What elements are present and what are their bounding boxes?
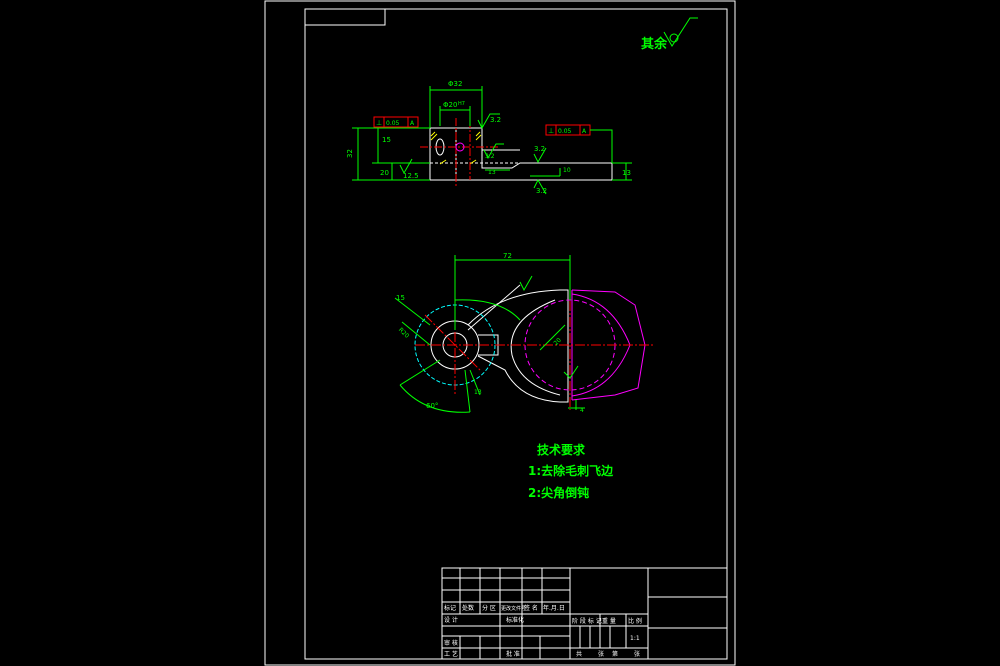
dim-bore-fit: H7 <box>458 101 465 107</box>
tb-standard: 标准化 <box>506 616 524 624</box>
tb-review: 审 核 <box>444 639 458 647</box>
dim-bore: Φ20 <box>443 101 457 109</box>
roughness-label: 其余 <box>641 36 668 52</box>
plan-dim-lines <box>394 255 585 413</box>
dim-height-lower: 20 <box>380 169 389 177</box>
title-block-text: 标记 处数 分 区 更改文件号 签 名 年.月.日 设 计 标准化 审 核 工 … <box>444 604 642 658</box>
tb-label-zone: 分 区 <box>482 604 496 612</box>
tb-sheet-current: 第 <box>612 650 618 658</box>
title-block <box>441 567 728 660</box>
front-outline <box>429 127 613 181</box>
tech-item-2: 2:尖角倒钝 <box>528 485 589 500</box>
dim-top-width: Φ32 <box>448 80 462 88</box>
tech-requirements: 技术要求 1:去除毛刺飞边 2:尖角倒钝 <box>528 442 614 500</box>
gdt-left-value: 0.05 <box>386 120 400 127</box>
front-dim-lines <box>352 86 632 181</box>
rough-bottom: 12.5 <box>403 172 419 180</box>
tb-sheet-total: 共 <box>576 650 582 658</box>
tb-label-change: 更改文件号 <box>501 605 526 612</box>
tb-approve: 批 准 <box>506 650 520 658</box>
gdt-left-symbol: ⊥ <box>376 119 382 127</box>
rough-slot-bottom: 3.2 <box>536 187 547 195</box>
dim-slot-end: 10 <box>563 167 571 174</box>
tb-label-date: 年.月.日 <box>543 604 565 612</box>
dim-height-total: 32 <box>346 149 354 158</box>
tb-label-sign: 签 名 <box>524 604 538 612</box>
tb-sheet-unit-1: 张 <box>598 650 604 658</box>
outer-border <box>264 0 736 666</box>
inner-border <box>304 8 728 660</box>
gdt-right-datum: A <box>582 128 587 135</box>
tb-design: 设 计 <box>444 616 458 624</box>
plan-centerlines <box>415 285 655 410</box>
tb-sheet-unit-2: 张 <box>634 650 640 658</box>
plan-roughness-marks <box>519 275 579 379</box>
tb-scale: 1:1 <box>630 635 640 642</box>
dim-height-upper: 15 <box>382 136 391 144</box>
front-roughness-marks <box>399 113 547 195</box>
tb-weight: 重 量 <box>602 617 616 625</box>
roughness-note: 其余 <box>641 17 698 52</box>
tb-process: 工 艺 <box>444 650 458 658</box>
dim-slot-depth: 13 <box>488 169 496 176</box>
front-view: Φ32 Φ20 H7 32 15 20 13 10 13 3.2 3.2 12.… <box>346 80 632 195</box>
front-hatch <box>430 131 482 165</box>
dim-arm-width: 15 <box>396 294 405 302</box>
tech-item-1: 1:去除毛刺飞边 <box>528 463 614 478</box>
gdt-frame-right: ⊥ 0.05 A <box>545 124 613 163</box>
tb-label-mark: 标记 <box>444 604 456 612</box>
dim-small: 13 <box>474 389 482 396</box>
roughness-symbol-icon <box>663 17 698 47</box>
rough-bore: 3.2 <box>485 153 495 160</box>
gdt-right-value: 0.05 <box>558 128 572 135</box>
tb-stage: 阶 段 标 记 <box>572 617 602 625</box>
tb-scale-label: 比 例 <box>628 617 642 625</box>
rough-slot-top: 3.2 <box>534 145 545 153</box>
dim-right: 4 <box>580 407 584 414</box>
rough-top: 3.2 <box>490 116 501 124</box>
dim-center-distance: 72 <box>503 252 512 260</box>
tech-title: 技术要求 <box>537 442 586 457</box>
tb-label-count: 处数 <box>462 604 474 612</box>
front-centerlines <box>420 118 500 188</box>
dim-angle-left: 60° <box>426 402 438 410</box>
bore-mark <box>455 142 465 152</box>
corner-box <box>304 8 386 26</box>
gdt-frame-left: ⊥ 0.05 A <box>373 116 419 128</box>
sheet-frame <box>264 0 736 666</box>
gdt-right-symbol: ⊥ <box>548 127 554 135</box>
gdt-left-datum: A <box>410 120 415 127</box>
plan-view: 72 15 R20 60° 13 20 4 <box>394 252 655 414</box>
dim-right-height: 13 <box>622 169 631 177</box>
dim-radius-small: R20 <box>397 326 410 339</box>
dim-slot-width: 20 <box>552 337 562 347</box>
